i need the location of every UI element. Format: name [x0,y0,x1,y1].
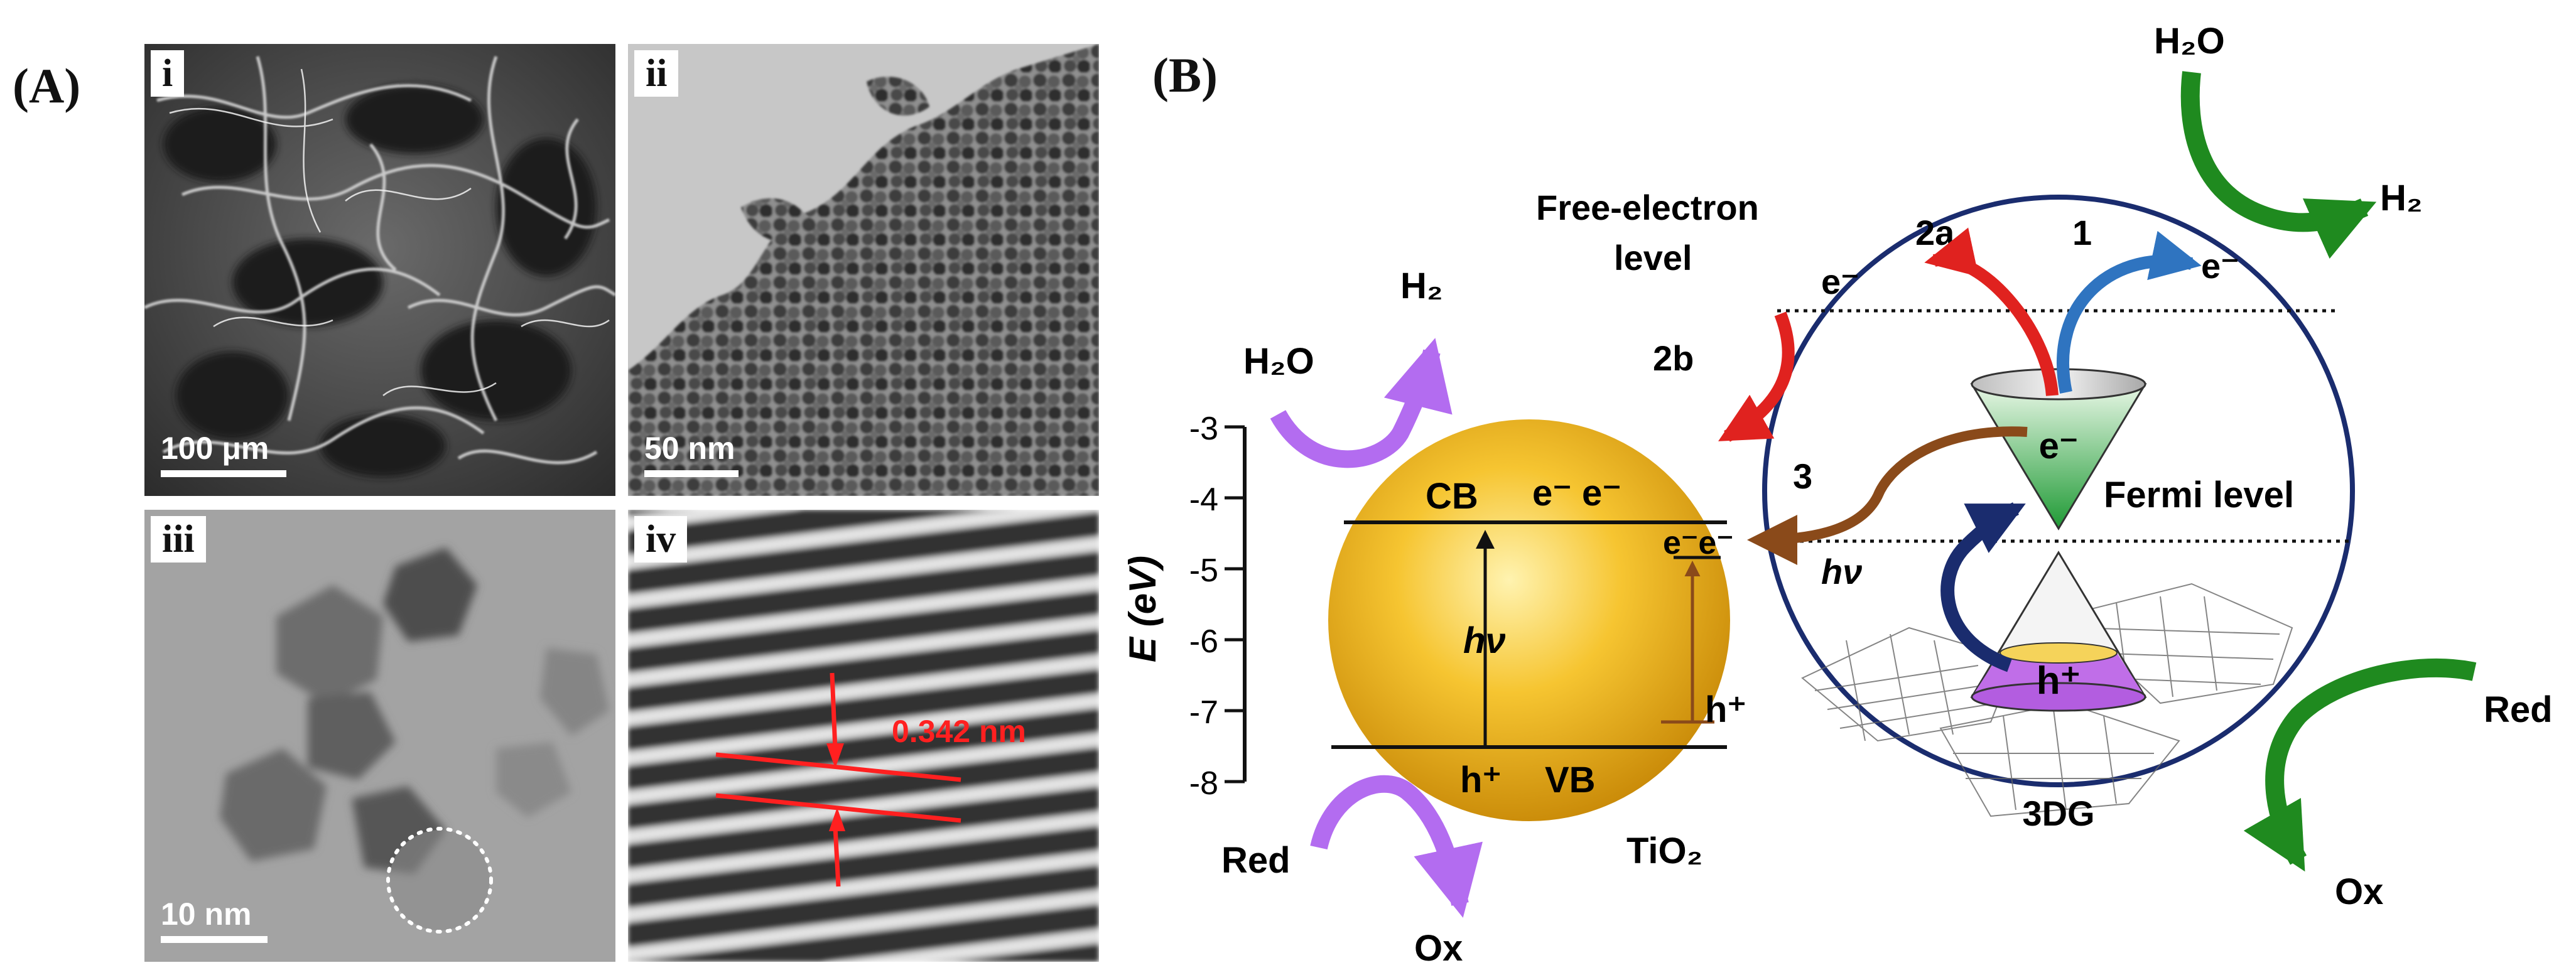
axis-tick-label: -7 [1189,694,1218,731]
scale-line-i [161,470,286,477]
tio2-red-arrow [1310,775,1483,918]
graphene-h2o-arrow [2180,71,2377,259]
axis-tick-label: -3 [1189,411,1218,447]
tio2-ox-label: Ox [1414,928,1463,969]
panel-b-label: (B) [1152,48,1218,102]
lower-cone-base [1971,682,2146,712]
tio2-red-label: Red [1221,840,1291,881]
arrow-2a [1924,227,2059,396]
trapped-electrons: e⁻e⁻ [1663,525,1734,561]
energy-axis: -3 -4 -5 -6 -7 -8 E (eV) [1124,411,1247,802]
free-level-label-2: level [1614,238,1692,277]
scale-bar-iii: 10 nm [161,897,268,943]
arrow-1 [2057,230,2202,394]
cone-hole: h⁺ [2037,659,2081,703]
graphene-ox-label: Ox [2335,871,2383,912]
image-tag-ii: ii [634,50,679,97]
scale-bar-ii: 50 nm [644,431,739,477]
scale-line-ii [644,470,739,477]
graphene-ox-text: Ox [2335,871,2383,912]
axis-tick-label: -8 [1189,765,1218,802]
cone-electron: e⁻ [2039,426,2079,466]
lower-cone-top [2000,642,2118,664]
axis-label-text: E (eV) [1124,556,1164,662]
energy-axis-label: E (eV) [1124,556,1164,662]
lattice-image-iv: 0.342 nm iv [628,510,1099,962]
graphene-circle [1762,195,2355,787]
tem-image-ii: ii 50 nm [628,44,1099,496]
axis-tick-label: -4 [1189,482,1218,518]
arrow-3 [1747,426,2028,565]
free-level-label-1: Free-electron [1536,188,1759,227]
electron-right: e⁻ [2201,246,2239,286]
graphene-red-label: Red [2484,689,2553,730]
tio2-h2-label: H₂ [1400,266,1443,306]
scale-label-ii: 50 nm [644,431,735,466]
scale-line-iii [161,936,268,943]
image-tag-iii: iii [151,516,206,563]
graphene-name: 3DG [2022,794,2094,833]
graphene-hv-label: hν [1821,552,1862,591]
scale-bar-i: 100 μm [161,431,286,477]
tio2-ox-text: Ox [1414,928,1463,969]
step-2a-label: 2a [1915,213,1955,252]
cb-electrons: e⁻ e⁻ [1532,473,1621,514]
photocatalysis-schematic: -3-4-5-6-7-8 E (eV) CB e⁻ e⁻ e⁻e⁻ hν h⁺ … [1124,21,2553,969]
tio2-sphere [1328,419,1730,821]
graphene-h2-label: H₂ [2380,178,2423,218]
hrtem-image-iii: iii 10 nm [144,510,615,962]
tio2-h2o-label: H₂O [1243,341,1314,382]
tio2-hv-label: hν [1463,620,1506,661]
panel-a-label: (A) [13,58,81,113]
vb-label: VB [1545,760,1596,800]
graphene-red-arrow [2243,658,2477,872]
image-tag-iv: iv [634,516,688,563]
axis-tick-label: -6 [1189,623,1218,660]
electron-left: e⁻ [1821,262,1859,301]
image-tag-i: i [151,50,185,97]
scale-label-i: 100 μm [161,431,269,466]
trap-hole-label: h⁺ [1705,689,1746,730]
axis-tick-label: -5 [1189,552,1218,589]
hv-excitation-arrow [1940,502,2026,672]
arrow-2b [1718,311,1795,442]
fermi-level-label: Fermi level [2104,475,2294,515]
tio2-h2o-arrow [1270,338,1453,468]
cb-label: CB [1426,476,1478,517]
graphene-h2o-label: H₂O [2154,21,2225,62]
step-2b-label: 2b [1653,338,1694,378]
tio2-name: TiO₂ [1626,831,1702,871]
sem-image-i: i 100 μm [144,44,615,496]
vb-hole-label: h⁺ [1460,760,1502,800]
scale-label-iii: 10 nm [161,897,252,932]
lattice-spacing-label: 0.342 nm [892,714,1026,749]
step-3-label: 3 [1793,456,1812,496]
step-1-label: 1 [2072,213,2092,252]
